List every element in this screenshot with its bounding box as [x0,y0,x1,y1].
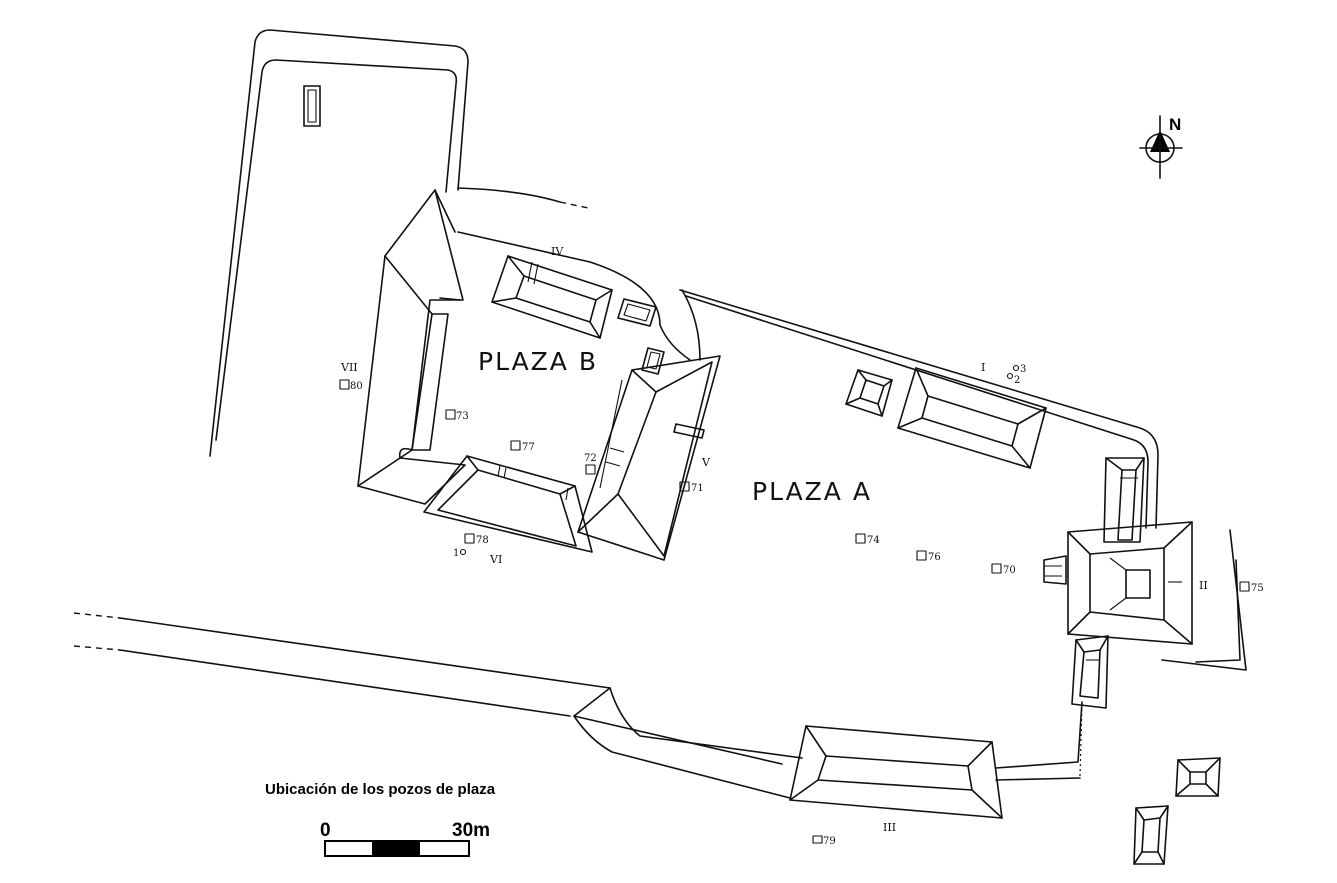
plaza-a-label: PLAZA A [752,477,872,506]
svg-text:76: 76 [928,552,941,563]
structure-v-label: V [701,456,711,469]
structure-ii [1043,457,1247,709]
structure-iii-label: III [883,821,896,834]
well-3: 3 [1012,364,1026,375]
plaza-a-boundary [73,289,1159,799]
north-label: N [1169,115,1181,134]
test-pit-73: 73 [445,409,469,422]
structure-ii-label: II [1199,579,1208,592]
map-caption: Ubicación de los pozos de plaza [265,781,496,798]
svg-text:74: 74 [867,535,880,546]
scale-end-label: 30m [452,820,490,841]
svg-text:77: 77 [522,442,535,453]
svg-text:73: 73 [456,411,469,422]
test-pit-78: 78 [464,533,489,546]
svg-text:75: 75 [1251,583,1264,594]
test-pit-79: 79 [812,835,836,847]
structure-vii-label: VII [340,361,358,374]
test-pit-71: 71 [679,481,704,494]
test-pit-74: 74 [855,533,880,546]
scale-start-label: 0 [320,820,331,841]
structure-vi-label: VI [489,553,502,566]
svg-text:71: 71 [691,483,704,494]
svg-text:79: 79 [823,836,836,847]
structure-i [845,367,1047,469]
structure-iv-label: IV [551,245,564,258]
svg-text:80: 80 [350,381,363,392]
svg-text:3: 3 [1020,364,1026,375]
north-arrow-icon: N [1139,115,1183,179]
svg-text:70: 70 [1003,565,1016,576]
well-1: 1 [453,548,467,559]
svg-text:72: 72 [584,453,597,464]
test-pit-77: 77 [510,440,535,453]
test-pit-76: 76 [916,550,941,563]
southeast-mounds [1133,757,1221,865]
plaza-b-complex [357,189,721,561]
test-pit-75: 75 [1239,581,1264,594]
plaza-b-label: PLAZA B [478,347,598,376]
test-pit-80: 80 [339,379,363,392]
north-causeway [209,29,589,457]
structure-i-label: I [981,361,985,374]
test-pit-72: 72 [584,453,597,475]
test-pit-70: 70 [991,563,1016,576]
scale-bar: 0 30m [320,820,490,857]
svg-text:78: 78 [476,535,489,546]
structure-iii [789,725,1003,819]
svg-text:1: 1 [453,548,459,559]
well-2: 2 [1006,372,1020,386]
svg-text:2: 2 [1014,375,1020,386]
